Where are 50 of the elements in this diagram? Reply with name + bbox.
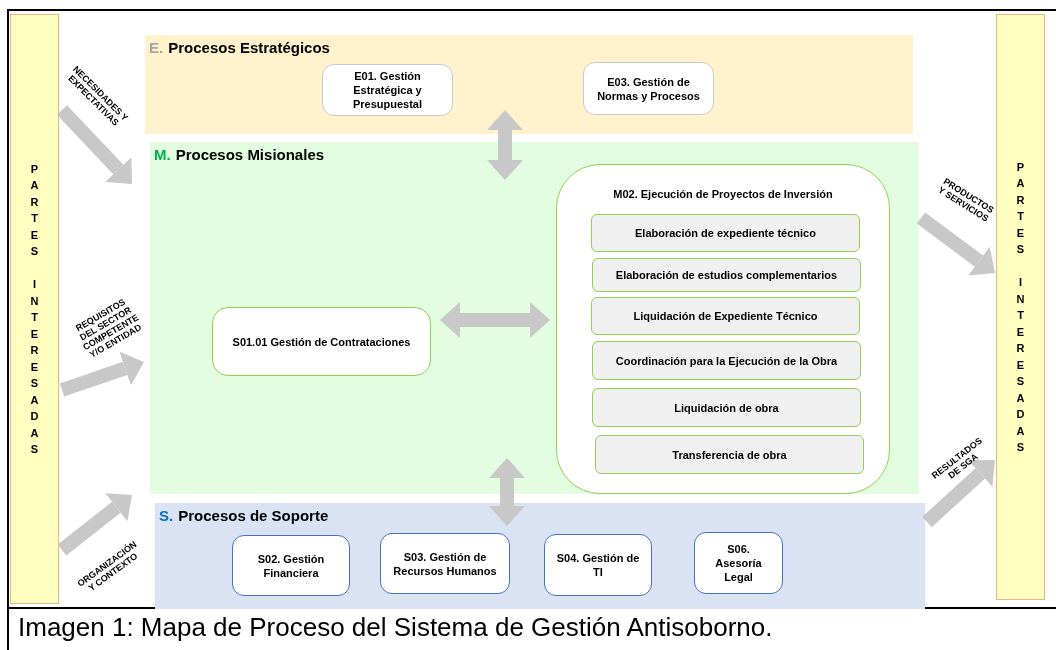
process-box [595, 435, 864, 474]
section-code: M. [154, 145, 171, 165]
process-label: Elaboración de estudios complementarios [615, 268, 838, 282]
block-arrow [922, 460, 995, 528]
section-title: Procesos Estratégicos [168, 38, 330, 58]
block-arrow [59, 351, 144, 397]
process-label: S02. Gestión Financiera [256, 551, 326, 580]
process-box [591, 214, 860, 252]
process-label: Transferencia de obra [672, 447, 787, 462]
process-group-band [150, 142, 919, 494]
block-arrow [916, 212, 995, 276]
section-title: Procesos de Soporte [178, 506, 329, 526]
caption: Imagen 1: Mapa de Proceso del Sistema de Gestión Antisoborno. [18, 611, 773, 643]
process-box [592, 341, 861, 380]
process-box [592, 258, 861, 292]
process-box [694, 532, 783, 594]
process-label: S04. Gestión de TI [555, 551, 641, 579]
process-label: S01.01 Gestión de Contrataciones [232, 334, 411, 349]
vertical-label: PARTES INTERESADAS [30, 161, 39, 457]
process-box [232, 535, 350, 596]
block-arrow [489, 458, 525, 526]
process-label: S03. Gestión de Recursos Humanos [392, 549, 498, 578]
process-box [380, 533, 510, 594]
process-box [322, 64, 453, 116]
process-label: E01. Gestión Estratégica y Presupuestal [351, 69, 424, 111]
block-arrow [487, 110, 523, 180]
section-code: E. [149, 38, 164, 58]
process-box [544, 534, 652, 596]
process-container [556, 164, 890, 494]
section-title: Procesos Misionales [175, 145, 325, 165]
process-box [583, 62, 714, 115]
process-label: Elaboración de expediente técnico [635, 226, 816, 240]
block-arrow [57, 493, 132, 556]
vertical-label: PARTES INTERESADAS [1016, 159, 1025, 455]
section-code: S. [159, 506, 174, 526]
process-box [212, 307, 431, 376]
process-label: Liquidación de Expediente Técnico [633, 309, 818, 323]
process-label: S06. Asesoría Legal [714, 542, 763, 584]
stakeholder-band [10, 14, 59, 604]
process-label: E03. Gestión de Normas y Procesos [596, 74, 701, 103]
block-arrow [440, 302, 550, 338]
process-label: Coordinación para la Ejecución de la Obra [615, 353, 838, 368]
stakeholder-band [996, 14, 1045, 600]
process-group-band [145, 35, 913, 134]
process-box [592, 388, 861, 427]
process-box [591, 297, 860, 335]
container-title: M02. Ejecución de Proyectos de Inversión [612, 187, 834, 202]
block-arrow [56, 105, 132, 184]
process-group-band [155, 503, 925, 609]
process-label: Liquidación de obra [674, 400, 779, 415]
